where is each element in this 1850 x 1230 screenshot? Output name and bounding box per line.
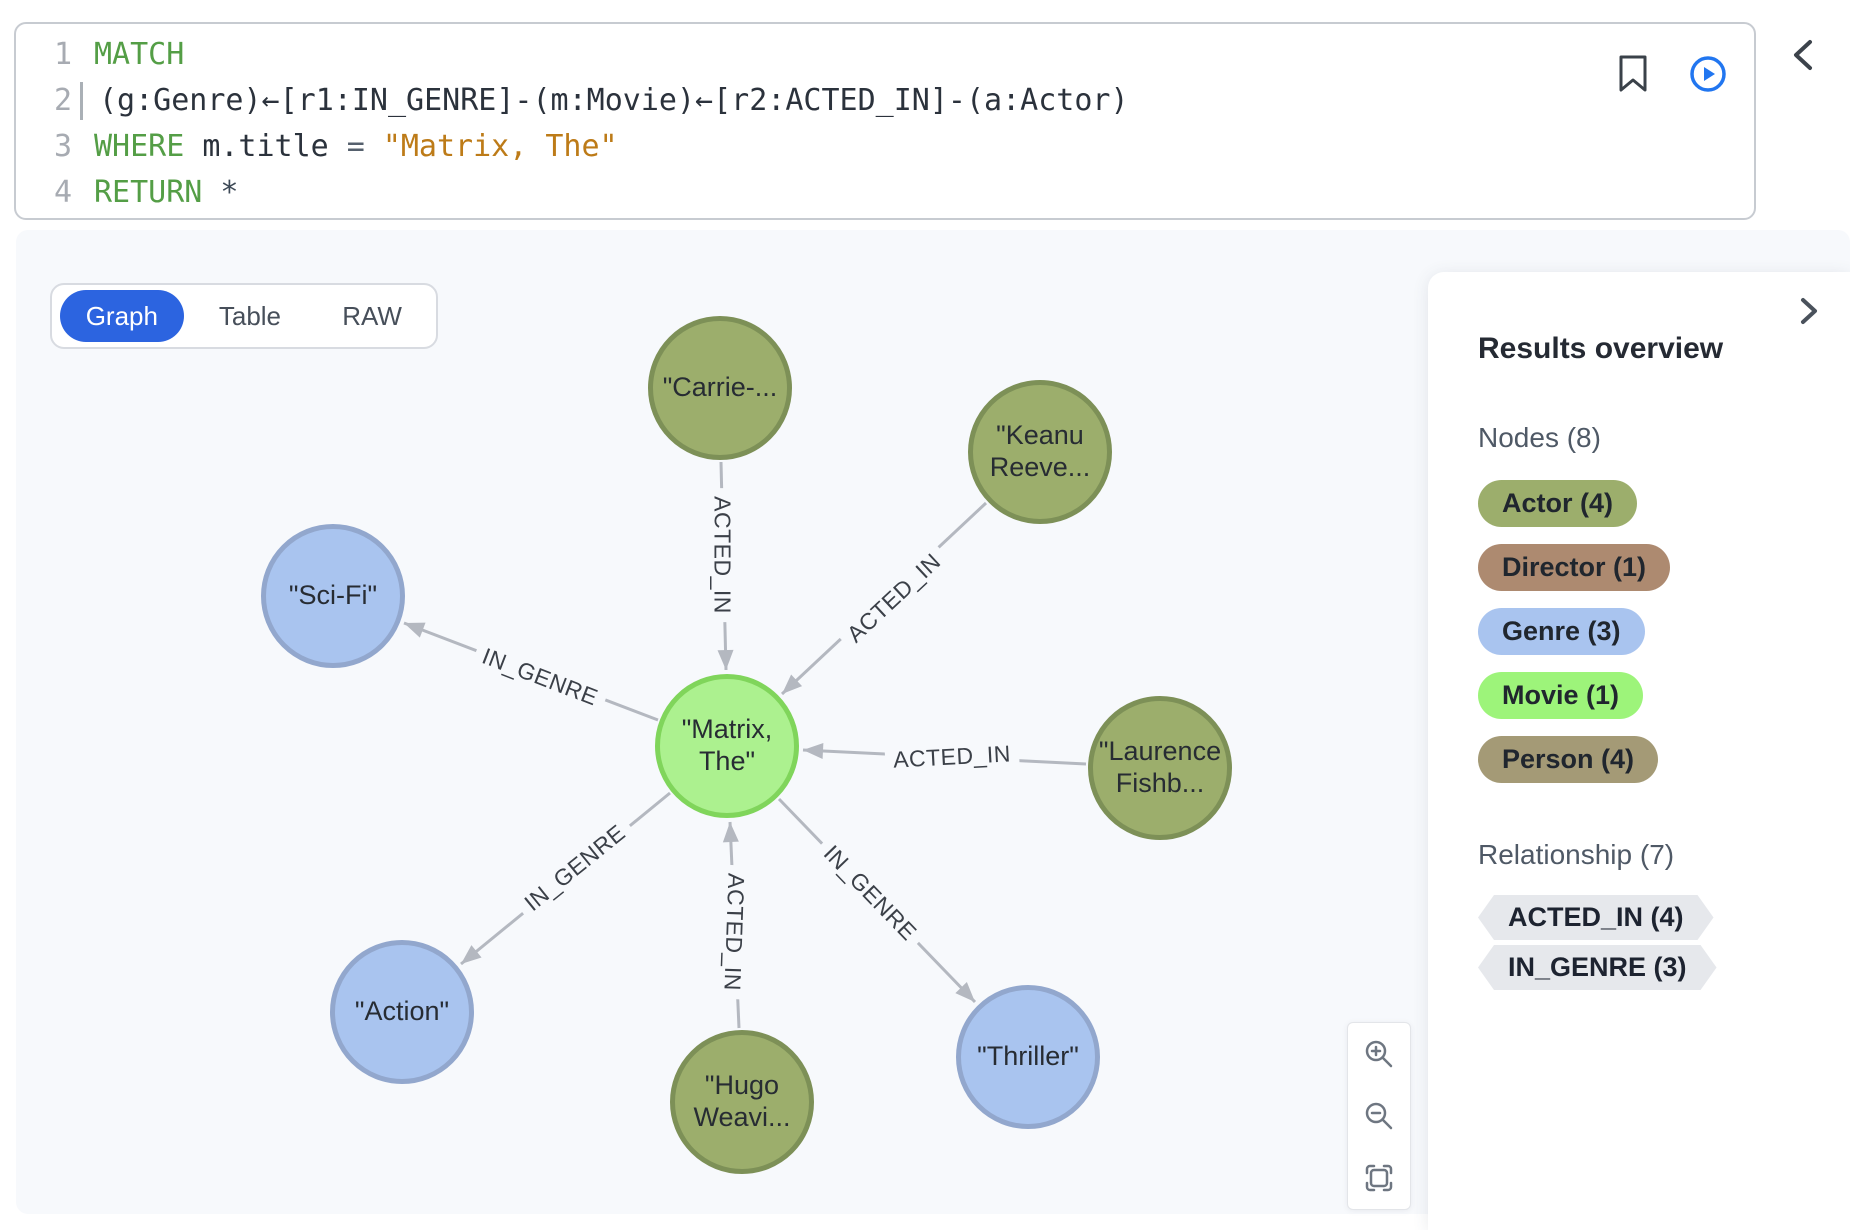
- graph-node-thriller[interactable]: "Thriller": [956, 985, 1100, 1129]
- panel-title: Results overview: [1478, 332, 1724, 365]
- fit-to-view-button[interactable]: [1363, 1162, 1395, 1194]
- zoom-in-icon: [1365, 1040, 1393, 1068]
- nodes-section-label: Nodes (8): [1478, 422, 1601, 453]
- run-query-icon: [1690, 56, 1726, 92]
- graph-node-scifi[interactable]: "Sci-Fi": [261, 524, 405, 668]
- graph-node-hugo[interactable]: "Hugo Weavi...: [670, 1030, 814, 1174]
- zoom-toolbar: [1347, 1022, 1411, 1210]
- relationships-section-label: Relationship (7): [1478, 839, 1675, 870]
- bookmark-icon: [1619, 55, 1647, 92]
- text-cursor: [80, 82, 83, 120]
- graph-node-action[interactable]: "Action": [330, 940, 474, 1084]
- code-keyword: RETURN: [94, 175, 203, 210]
- chip-in-genre[interactable]: IN_GENRE (3): [1478, 945, 1717, 990]
- view-tabs: Graph Table RAW: [50, 283, 438, 349]
- badge-movie[interactable]: Movie (1): [1478, 672, 1644, 719]
- code-property: m.title: [202, 129, 329, 164]
- graph-node-keanu[interactable]: "Keanu Reeve...: [968, 380, 1112, 524]
- badge-director[interactable]: Director (1): [1478, 544, 1671, 591]
- tab-graph[interactable]: Graph: [60, 290, 184, 342]
- collapse-panel-button[interactable]: [1796, 296, 1822, 329]
- line-number: 4: [53, 175, 72, 210]
- results-overview-panel: Results overview Nodes (8) Actor (4) Dir…: [1428, 272, 1850, 1230]
- chevron-right-icon: [1801, 298, 1817, 324]
- run-query-button[interactable]: [1688, 54, 1728, 94]
- zoom-out-icon: [1365, 1102, 1393, 1130]
- fit-to-view-icon: [1365, 1164, 1393, 1192]
- graph-node-matrix[interactable]: "Matrix, The": [655, 674, 799, 818]
- graph-node-laurence[interactable]: "Laurence Fishb...: [1088, 696, 1232, 840]
- code-line-4: 4 RETURN *: [16, 170, 1754, 216]
- tab-raw[interactable]: RAW: [316, 290, 428, 342]
- edge-label-acted-in[interactable]: ACTED_IN: [706, 488, 738, 622]
- code-line-2: 2 (g:Genre)←[r1:IN_GENRE]-(m:Movie)←[r2:…: [16, 78, 1754, 124]
- cypher-editor[interactable]: 1 MATCH 2 (g:Genre)←[r1:IN_GENRE]-(m:Mov…: [14, 22, 1756, 220]
- line-number: 1: [53, 37, 72, 72]
- bookmark-button[interactable]: [1616, 54, 1650, 94]
- editor-actions: [1616, 54, 1728, 94]
- zoom-out-button[interactable]: [1363, 1100, 1395, 1132]
- code-string: "Matrix, The": [382, 129, 618, 164]
- relationship-chip-list: ACTED_IN (4) IN_GENRE (3): [1478, 895, 1824, 990]
- node-badge-list: Actor (4) Director (1) Genre (3) Movie (…: [1478, 480, 1824, 783]
- edge-label-acted-in[interactable]: ACTED_IN: [716, 864, 752, 1000]
- code-star: *: [220, 175, 239, 210]
- code-line-1: 1 MATCH: [16, 32, 1754, 78]
- zoom-in-button[interactable]: [1363, 1038, 1395, 1070]
- tab-table[interactable]: Table: [184, 290, 317, 342]
- chip-acted-in[interactable]: ACTED_IN (4): [1478, 895, 1714, 940]
- code-operator: =: [346, 129, 365, 164]
- code-keyword: WHERE: [94, 129, 185, 164]
- chevron-left-icon: [1794, 40, 1812, 70]
- line-number: 2: [53, 83, 72, 118]
- code-keyword: MATCH: [94, 37, 185, 72]
- line-number: 3: [53, 129, 72, 164]
- code-line-3: 3 WHERE m.title = "Matrix, The": [16, 124, 1754, 170]
- code-pattern: (g:Genre)←[r1:IN_GENRE]-(m:Movie)←[r2:AC…: [99, 83, 1129, 118]
- badge-genre[interactable]: Genre (3): [1478, 608, 1645, 655]
- graph-node-carrie[interactable]: "Carrie-...: [648, 316, 792, 460]
- badge-actor[interactable]: Actor (4): [1478, 480, 1638, 527]
- collapse-editor-button[interactable]: [1788, 38, 1818, 75]
- badge-person[interactable]: Person (4): [1478, 736, 1659, 783]
